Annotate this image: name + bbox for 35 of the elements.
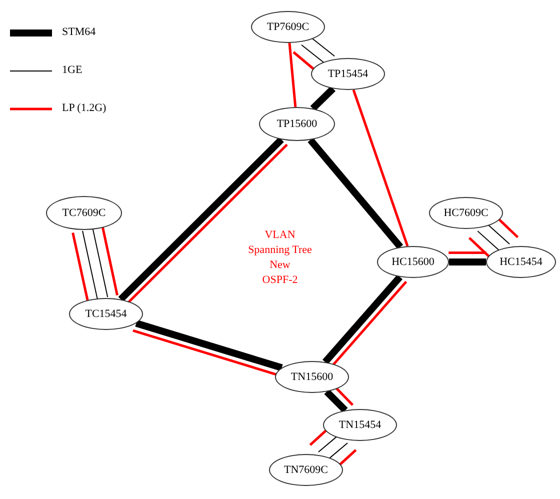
legend-label: STM64 [62, 27, 96, 38]
link-line [352, 89, 409, 247]
link-line [449, 258, 486, 266]
link-line [135, 320, 283, 372]
device-ellipse: HC15454 [486, 246, 556, 278]
link-line [477, 230, 501, 252]
legend-label: 1GE [62, 65, 82, 76]
device-ellipse: HC7609C [429, 197, 503, 229]
link-line [82, 230, 98, 300]
device-ellipse: HC15600 [377, 246, 449, 278]
network-note: OSPF-2 [262, 273, 298, 288]
link-line [310, 36, 335, 57]
device-ellipse: TP15600 [259, 107, 335, 141]
device-ellipse: TC15454 [69, 298, 143, 330]
link-line [288, 42, 297, 108]
device-ellipse: TN7609C [269, 454, 343, 486]
link-line [301, 44, 326, 64]
link-line [101, 226, 118, 296]
device-ellipse: TN15600 [275, 361, 349, 393]
device-ellipse: TP15454 [311, 58, 385, 90]
network-note: VLAN [264, 228, 296, 243]
device-ellipse: TP7609C [251, 11, 325, 43]
link-line [324, 389, 348, 413]
link-line [486, 223, 510, 245]
link-line [72, 232, 89, 302]
legend-label: LP (1.2G) [62, 103, 106, 114]
link-line [448, 251, 486, 254]
link-line [92, 228, 108, 298]
device-ellipse: TC7609C [46, 196, 122, 230]
link-line [318, 434, 339, 452]
device-ellipse: TN15454 [323, 409, 397, 441]
network-note: Spanning Tree [248, 243, 312, 258]
link-line [327, 442, 348, 460]
link-line [310, 86, 336, 112]
network-note: New [270, 258, 290, 273]
